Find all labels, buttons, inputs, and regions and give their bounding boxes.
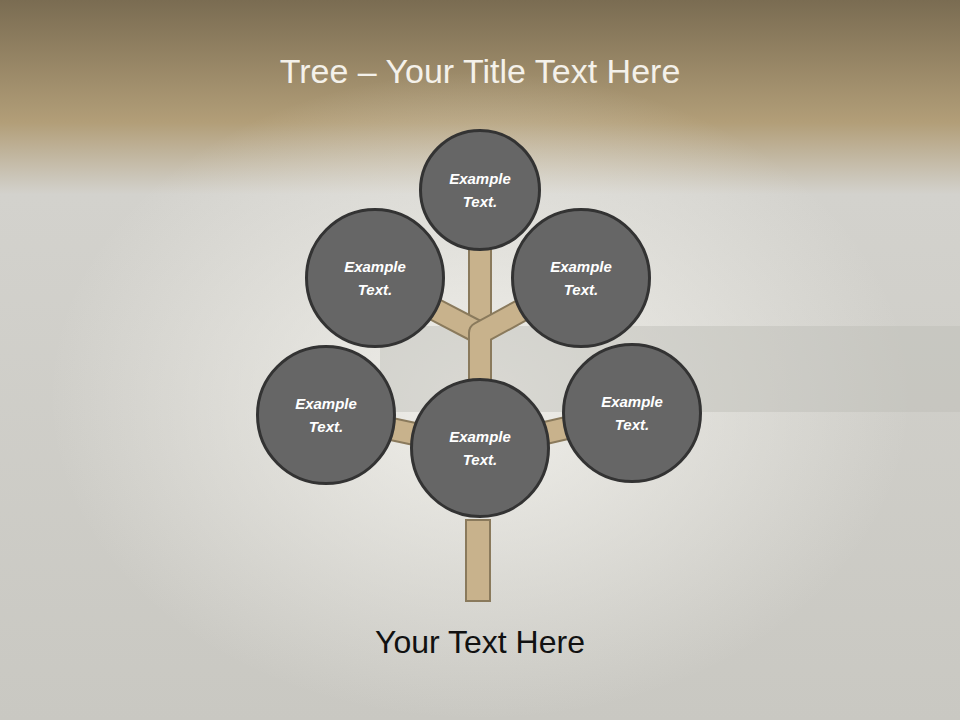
tree-trunk bbox=[466, 520, 490, 601]
tree-branch bbox=[480, 311, 521, 380]
node-text: Example Text. bbox=[283, 392, 369, 438]
circle-node: Example Text. bbox=[410, 378, 550, 518]
tree-branch bbox=[392, 429, 413, 434]
branch-stroke bbox=[480, 311, 521, 380]
node-text: Example Text. bbox=[437, 167, 523, 213]
circle-node: Example Text. bbox=[305, 208, 445, 348]
caption: Your Text Here bbox=[0, 624, 960, 661]
node-text: Example Text. bbox=[437, 425, 523, 471]
title: Tree – Your Title Text Here bbox=[0, 52, 960, 91]
tree-branch bbox=[546, 428, 565, 432]
circle-node: Example Text. bbox=[419, 129, 541, 251]
node-text: Example Text. bbox=[538, 255, 624, 301]
circle-node: Example Text. bbox=[511, 208, 651, 348]
branch-stroke bbox=[546, 428, 565, 432]
branch-stroke bbox=[392, 429, 413, 434]
branch-stroke bbox=[480, 311, 521, 380]
node-text: Example Text. bbox=[332, 255, 418, 301]
circle-node: Example Text. bbox=[562, 343, 702, 483]
node-text: Example Text. bbox=[589, 390, 675, 436]
branch-stroke bbox=[392, 429, 413, 434]
circle-node: Example Text. bbox=[256, 345, 396, 485]
branch-stroke bbox=[546, 428, 565, 432]
